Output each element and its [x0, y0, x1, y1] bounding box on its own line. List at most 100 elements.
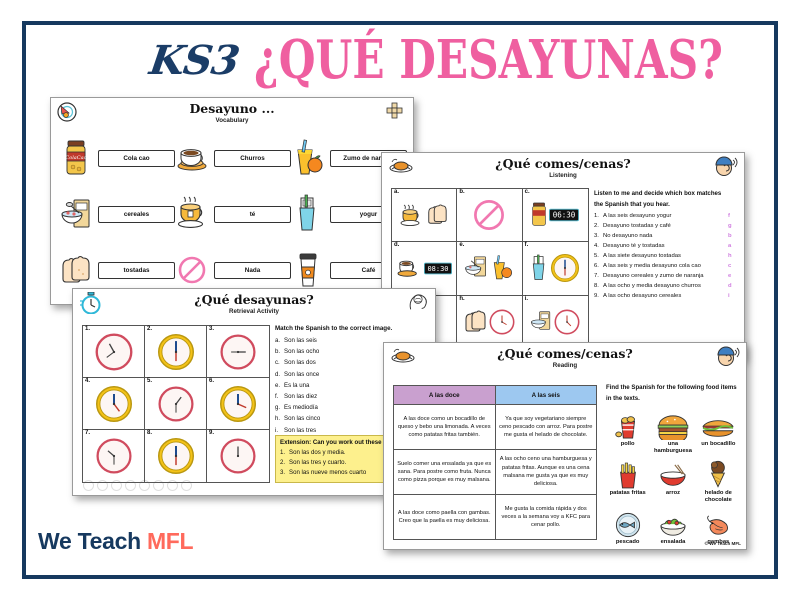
- food-label: pollo: [620, 440, 635, 447]
- food-item[interactable]: una hamburguesa: [651, 409, 694, 455]
- cell-letter: a.: [394, 189, 400, 195]
- clock-cell[interactable]: 1.: [83, 326, 145, 378]
- analog-clock-red-icon: [95, 438, 132, 474]
- q-text: A las seis desayuno yogur: [603, 213, 672, 220]
- reading-cell: A las ocho ceno una hamburguesa y patata…: [494, 449, 597, 495]
- analog-clock-gold-icon: [157, 438, 194, 474]
- cell-letter: d.: [394, 242, 400, 249]
- q-number: 4.: [594, 243, 599, 250]
- extension-item[interactable]: 2.Son las tres y cuarto.: [280, 459, 424, 466]
- listening-cell[interactable]: a.: [392, 189, 458, 243]
- toast-icon: [465, 310, 486, 332]
- digital-clock-0630-icon: 06:30: [549, 208, 580, 222]
- roast-dinner-icon: [388, 156, 414, 176]
- q-answer: i: [728, 293, 730, 300]
- food-item[interactable]: arroz: [651, 458, 694, 504]
- footer-icon: [125, 480, 136, 491]
- listening-cell[interactable]: c. 06:30: [522, 189, 588, 243]
- slide-vocabulary[interactable]: Desayuno ... Vocabulary ColaCao Cola cao: [50, 97, 414, 305]
- vocab-item[interactable]: ColaCao Cola cao: [59, 130, 175, 186]
- slide-reading[interactable]: ¿Qué comes/cenas? Reading A las doce A l…: [383, 342, 747, 550]
- clock-cell[interactable]: 2.: [145, 326, 207, 378]
- retrieval-option[interactable]: c.Son las dos: [275, 359, 429, 366]
- vocab-item[interactable]: té: [175, 186, 291, 242]
- retrieval-option[interactable]: b.Son las ocho: [275, 348, 429, 355]
- cell-letter: i.: [524, 295, 528, 302]
- clock-cell[interactable]: 6.: [207, 378, 269, 430]
- option-letter: i.: [275, 426, 279, 434]
- q-text: A las seis y media desayuno cola cao: [603, 263, 701, 270]
- clock-cell[interactable]: 9.: [207, 430, 269, 482]
- food-item[interactable]: helado de chocolate: [697, 458, 740, 504]
- slide-listening[interactable]: ¿Qué comes/cenas? Listening a.: [381, 152, 745, 360]
- clock-cell[interactable]: 8.: [145, 430, 207, 482]
- clock-number: 4.: [85, 378, 91, 384]
- option-text: Son las ocho: [284, 348, 320, 356]
- analog-clock-gold-icon: [220, 385, 256, 422]
- vocab-item[interactable]: Churros: [175, 130, 291, 186]
- listening-header: ¿Qué comes/cenas? Listening: [382, 153, 744, 180]
- food-item[interactable]: pescado: [606, 507, 649, 546]
- shrimp-icon: [704, 507, 732, 538]
- extension-item[interactable]: 3.Son las nueve menos cuarto: [280, 469, 424, 476]
- food-item[interactable]: pollo: [606, 409, 649, 455]
- retrieval-option[interactable]: i. Son las tres: [275, 427, 429, 434]
- option-letter: f.: [275, 392, 279, 400]
- clock-cell[interactable]: 5.: [145, 378, 207, 430]
- listening-cell[interactable]: f.: [522, 242, 588, 296]
- reading-cell: Ya que soy vegetariano siempre ceno pesc…: [494, 404, 597, 450]
- food-item[interactable]: gambas: [697, 507, 740, 546]
- sandwich-icon: [701, 409, 735, 440]
- retrieval-option[interactable]: f.Son las diez: [275, 393, 429, 400]
- retrieval-option[interactable]: h.Son las cinco: [275, 415, 429, 422]
- slide-retrieval[interactable]: ¿Qué desayunas? Retrieval Activity 1. 2.…: [72, 288, 436, 496]
- brand-mfl: MFL: [146, 528, 194, 554]
- ext-number: 2.: [280, 459, 286, 466]
- listening-cell[interactable]: e.: [457, 242, 523, 296]
- ext-number: 1.: [280, 449, 286, 456]
- clock-red-icon: [554, 309, 580, 335]
- food-label: arroz: [665, 489, 681, 496]
- clock-cell[interactable]: 4.: [83, 378, 145, 430]
- food-item[interactable]: patatas fritas: [606, 458, 649, 504]
- no-symbol-icon: [175, 248, 209, 292]
- retrieval-option[interactable]: a.Son las seis: [275, 337, 429, 344]
- page-title: ¿QUÉ DESAYUNAS?: [254, 28, 724, 92]
- retrieval-option[interactable]: d.Son las once: [275, 371, 429, 378]
- salad-bowl-icon: [659, 507, 687, 538]
- clock-cell[interactable]: 3.: [207, 326, 269, 378]
- q-text: A las ocho desayuno cereales: [603, 293, 682, 300]
- vocab-item[interactable]: tostadas: [59, 242, 175, 298]
- listening-cell[interactable]: b.: [457, 189, 523, 243]
- listening-ear-icon: [715, 345, 741, 367]
- food-label: helado de chocolate: [704, 489, 732, 503]
- reading-cell: Me gusta la comida rápida y dos veces a …: [494, 494, 597, 540]
- food-item[interactable]: un bocadillo: [697, 409, 740, 455]
- retrieval-option[interactable]: g.Es mediodía: [275, 404, 429, 411]
- vocab-item[interactable]: cereales: [59, 186, 175, 242]
- retrieval-option[interactable]: e.Es la una: [275, 382, 429, 389]
- listening-cell[interactable]: h.: [457, 295, 523, 349]
- option-letter: d.: [275, 370, 281, 378]
- clock-cell[interactable]: 7.: [83, 430, 145, 482]
- food-item[interactable]: ensalada: [651, 507, 694, 546]
- vocabulary-grid: ColaCao Cola cao: [59, 130, 407, 298]
- option-text: Son las tres: [284, 426, 317, 434]
- vocab-item[interactable]: Nada: [175, 242, 291, 298]
- q-number: 7.: [594, 273, 599, 280]
- listening-cell[interactable]: i.: [523, 296, 588, 349]
- extension-item[interactable]: 1.Son las dos y media.: [280, 449, 424, 456]
- fried-chicken-icon: [614, 409, 641, 440]
- analog-clock-red-icon: [220, 333, 256, 370]
- clock-number: 8.: [147, 430, 153, 436]
- q-answer: b: [728, 233, 732, 240]
